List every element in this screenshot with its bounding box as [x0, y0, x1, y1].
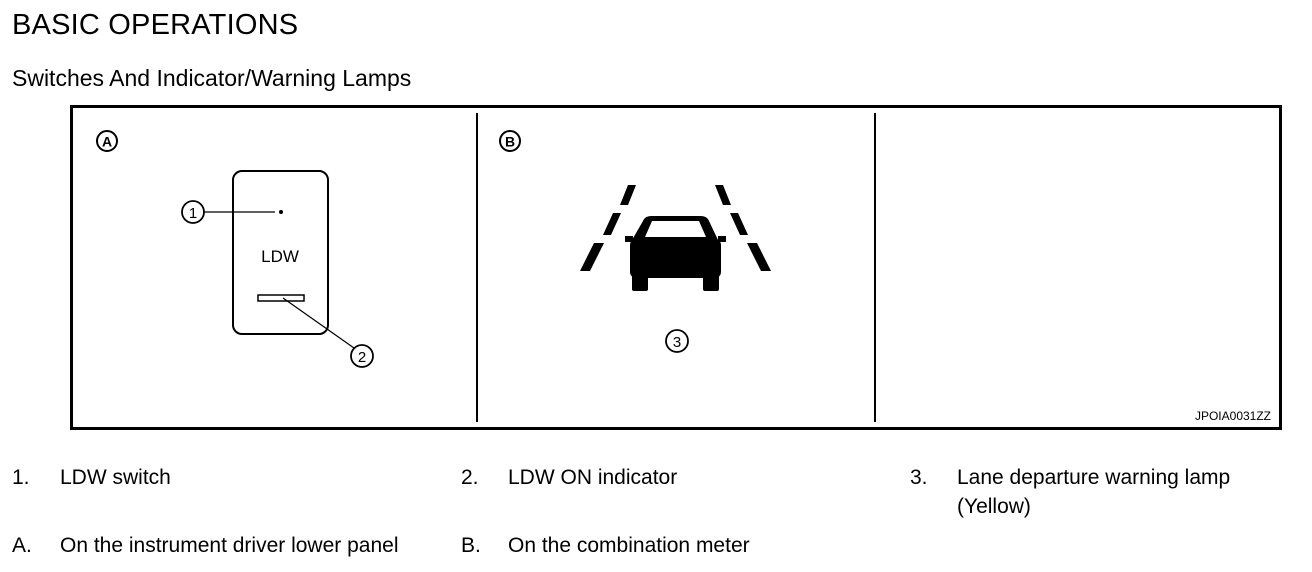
panel-b-marker: B	[499, 130, 521, 152]
callout-1: 1	[181, 200, 275, 224]
ldw-on-indicator-bar	[257, 294, 305, 302]
switch-label: LDW	[261, 247, 299, 266]
section-subtitle: Switches And Indicator/Warning Lamps	[12, 65, 412, 91]
ldw-switch-icon: LDW	[232, 170, 329, 335]
legend-item-3-text: Lane departure warning lamp	[957, 466, 1231, 489]
legend-item-b-text: On the combination meter	[508, 534, 750, 557]
switch-dot	[279, 210, 283, 214]
legend-item-3-number: 3.	[910, 466, 928, 489]
svg-text:3: 3	[673, 334, 681, 351]
panel-a-marker: A	[96, 130, 118, 152]
svg-text:1: 1	[189, 205, 197, 222]
lane-departure-warning-icon	[580, 185, 771, 291]
legend-item-1-number: 1.	[12, 466, 30, 489]
legend-item-2-text: LDW ON indicator	[508, 466, 678, 489]
svg-text:2: 2	[358, 349, 366, 366]
figure-id: JPOIA0031ZZ	[1194, 409, 1271, 423]
legend-item-3-text-line2: (Yellow)	[957, 495, 1031, 518]
legend-item-2-number: 2.	[461, 466, 479, 489]
page-title: BASIC OPERATIONS	[12, 9, 299, 41]
panel-divider	[874, 113, 876, 422]
legend-item-a-text: On the instrument driver lower panel	[60, 534, 399, 557]
illustration: A B LDW 1 2	[96, 130, 771, 368]
legend-item-a-letter: A.	[12, 534, 32, 557]
callout-3: 3	[665, 329, 689, 353]
panel-divider	[476, 113, 478, 422]
callout-2: 2	[282, 297, 374, 368]
panel-b-letter: B	[505, 134, 515, 150]
illustration-frame: A B LDW 1 2	[70, 105, 1282, 430]
panel-a-letter: A	[102, 134, 112, 150]
legend-item-b-letter: B.	[461, 534, 481, 557]
legend-item-1-text: LDW switch	[60, 466, 171, 489]
